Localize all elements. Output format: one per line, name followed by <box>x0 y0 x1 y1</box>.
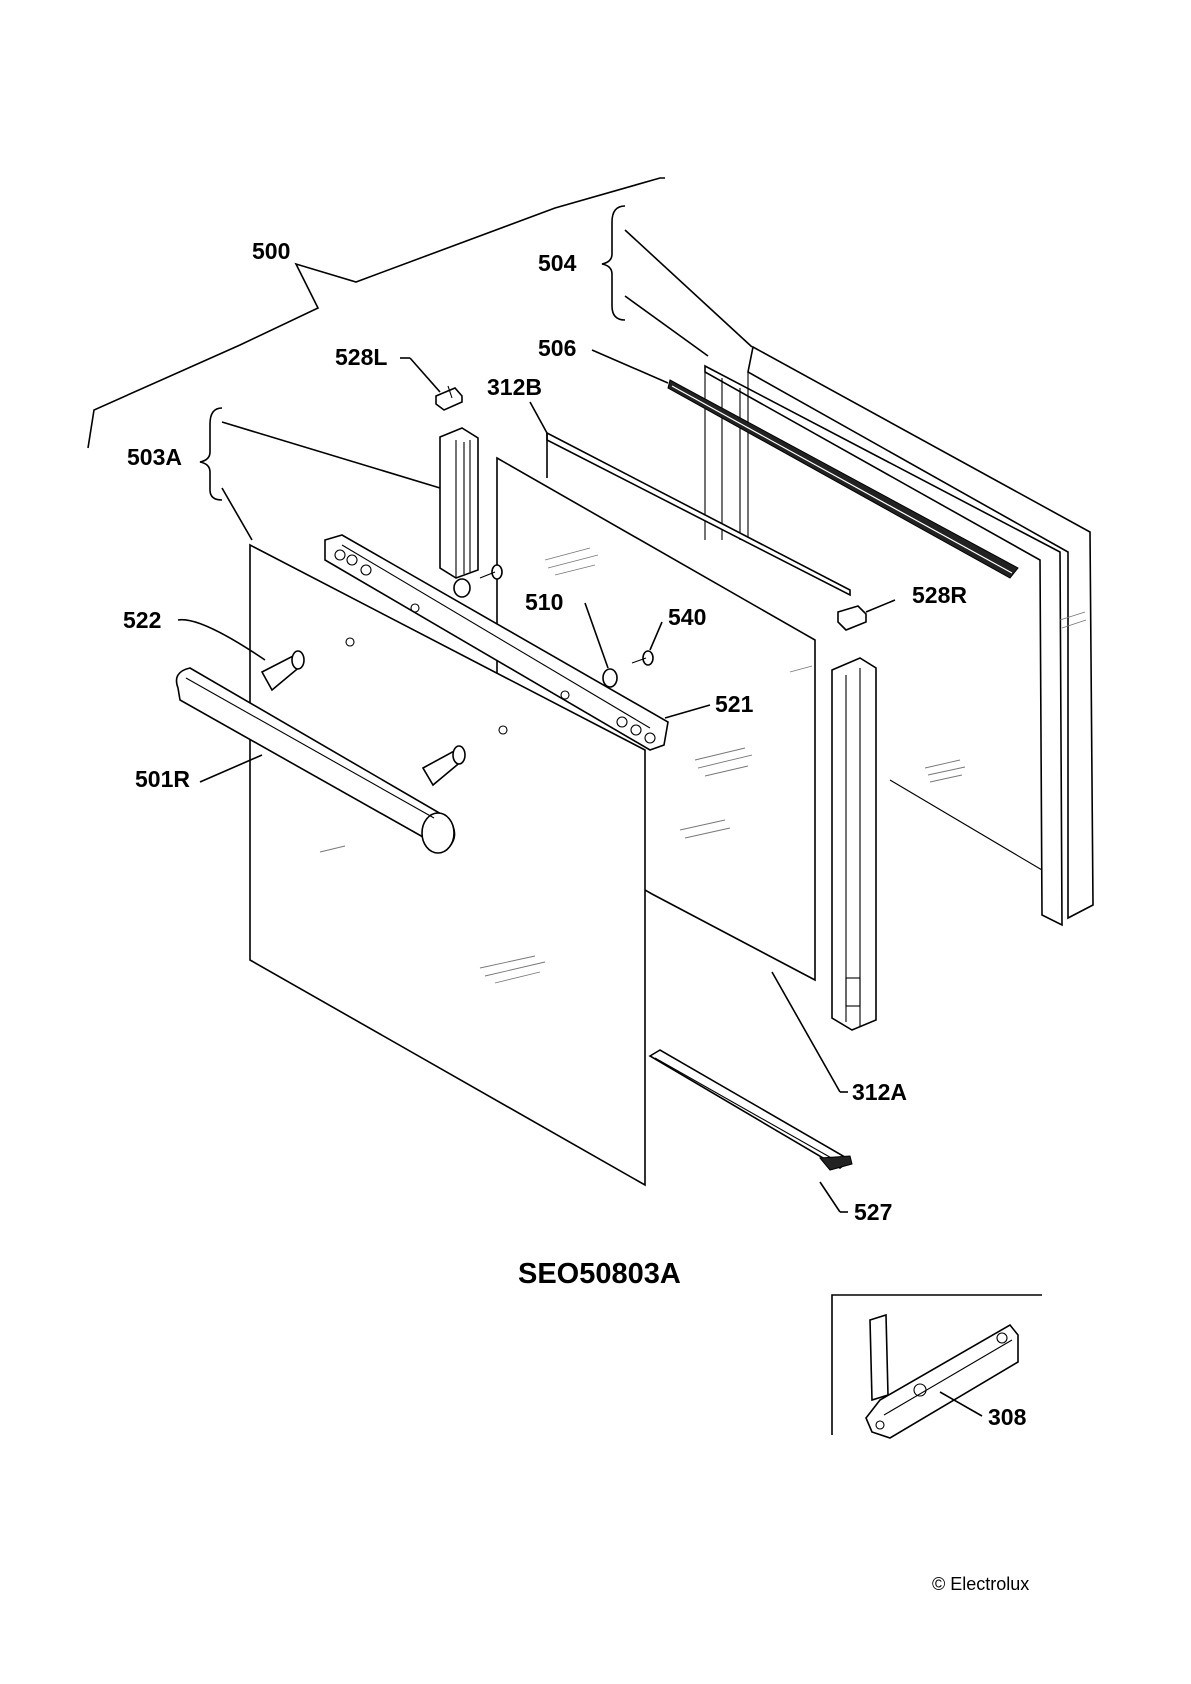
door-handle-501R <box>175 667 456 854</box>
label-540: 540 <box>668 604 706 630</box>
side-channel-left <box>439 427 479 579</box>
label-527: 527 <box>854 1199 892 1225</box>
side-channel-right <box>831 657 877 1031</box>
glass-reflection-front <box>319 845 546 984</box>
clip-528R <box>837 605 867 631</box>
copyright-notice: © Electrolux <box>932 1574 1029 1594</box>
glass-reflection-inner <box>544 547 813 839</box>
inset-hinge-box <box>831 1294 1042 1439</box>
label-308: 308 <box>988 1404 1027 1430</box>
label-500: 500 <box>252 238 290 264</box>
label-312A: 312A <box>852 1079 907 1105</box>
middle-glass-312B <box>546 431 851 597</box>
label-503A: 503A <box>127 444 182 470</box>
label-528L: 528L <box>335 344 387 370</box>
spacer-522-upper <box>260 650 305 692</box>
seal-506 <box>667 379 1019 579</box>
label-528R: 528R <box>912 582 967 608</box>
label-522: 522 <box>123 607 161 633</box>
clip-528L <box>435 385 463 411</box>
label-506: 506 <box>538 335 576 361</box>
rear-panel-504 <box>704 345 1094 927</box>
screw-540 <box>631 650 654 666</box>
washer-510 <box>602 668 618 688</box>
drawing-code: SEO50803A <box>518 1258 681 1290</box>
front-glass-panel <box>249 543 646 1187</box>
label-510: 510 <box>525 589 563 615</box>
hinge-308 <box>865 1313 1019 1439</box>
hinge-bar-521 <box>324 534 669 751</box>
bottom-strip-527 <box>648 1049 853 1171</box>
label-504: 504 <box>538 250 577 276</box>
washer-upper <box>453 564 503 598</box>
assembly-outline <box>87 177 665 449</box>
label-312B: 312B <box>487 374 542 400</box>
part-labels: 500 504 506 528L 312B 503A 522 510 540 5… <box>123 238 1027 1430</box>
label-501R: 501R <box>135 766 190 792</box>
glass-reflection-rear <box>924 611 1087 783</box>
leader-lines <box>177 205 896 1213</box>
label-521: 521 <box>715 691 754 717</box>
spacer-522-lower <box>421 745 466 787</box>
